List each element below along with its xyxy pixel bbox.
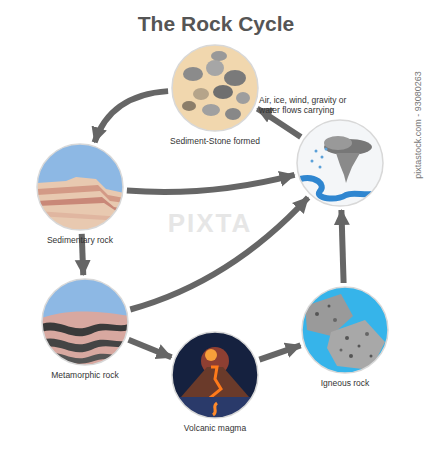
rock-cycle-stage: Sedimentary rock: [36, 143, 124, 231]
stage-illustration: [171, 331, 259, 419]
watermark: PIXTA: [165, 208, 256, 239]
cycle-arrow: [259, 345, 300, 359]
cycle-arrow: [341, 210, 343, 283]
stage-label: Sediment-Stone formed: [151, 136, 279, 146]
stock-id: pixtastock.com - 93080263: [413, 71, 423, 179]
cycle-arrow: [129, 340, 172, 358]
diagram-title: The Rock Cycle: [0, 12, 432, 36]
stage-illustration: [296, 119, 384, 207]
stage-label: Igneous rock: [285, 378, 405, 388]
stage-illustration: [41, 278, 129, 366]
rock-cycle-stage: Volcanic magma: [171, 331, 259, 419]
stage-illustration: [36, 143, 124, 231]
stage-label: Metamorphic rock: [25, 370, 145, 380]
rock-cycle-stage: Igneous rock: [301, 286, 389, 374]
rock-cycle-stage: Sediment-Stone formed: [171, 44, 259, 132]
rock-cycle-stage: Metamorphic rock: [41, 278, 129, 366]
stage-illustration: [171, 44, 259, 132]
stage-label: Volcanic magma: [155, 423, 275, 433]
rock-cycle-stage: Air, ice, wind, gravity or water flows c…: [296, 119, 384, 207]
stage-illustration: [301, 286, 389, 374]
cycle-arrow: [130, 198, 308, 310]
cycle-arrow: [95, 91, 169, 142]
stage-label: Air, ice, wind, gravity or water flows c…: [259, 95, 369, 115]
cycle-arrow: [127, 175, 295, 192]
stage-label: Sedimentary rock: [20, 235, 140, 245]
